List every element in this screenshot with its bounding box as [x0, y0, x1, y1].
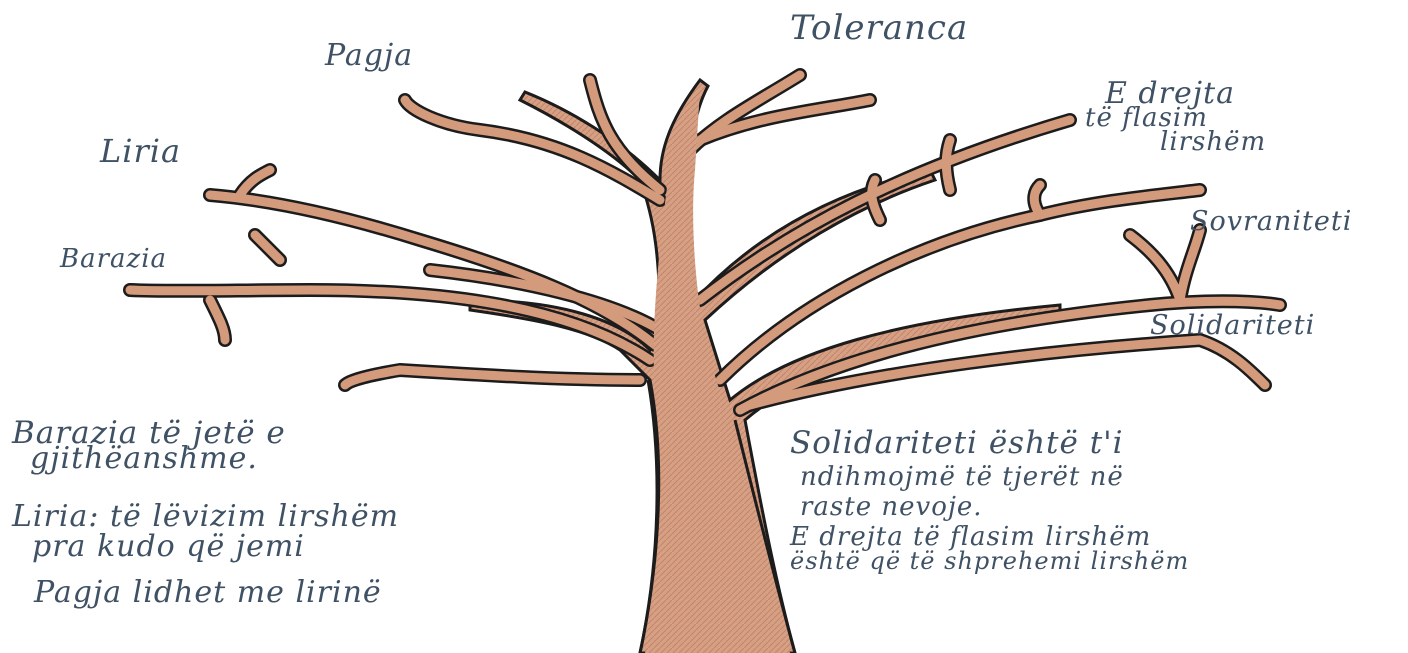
note-right-line1: Solidariteti është t'i [790, 425, 1124, 461]
note-left-line4: pra kudo që jemi [32, 529, 305, 564]
label-edrejta-line1: E drejta [1105, 76, 1235, 111]
label-edrejta-line2: të flasim [1085, 103, 1208, 133]
notes-left: Barazia të jetë e gjithëanshme. Liria: t… [12, 418, 399, 608]
trunk-outline-right [733, 419, 797, 653]
label-edrejta: E drejta të flasim lirshëm [1085, 76, 1267, 157]
label-barazia: Barazia [60, 244, 168, 274]
trunk-outline-left [638, 379, 659, 653]
note-left-line1: Barazia të jetë e [12, 415, 286, 451]
label-pagja: Pagja [325, 38, 414, 73]
notes-right: Solidariteti është t'i ndihmojmë të tjer… [790, 425, 1190, 575]
label-sovraniteti: Sovraniteti [1190, 206, 1353, 237]
note-right-line2: ndihmojmë të tjerët në [800, 462, 1124, 492]
note-left-line2: gjithëanshme. [30, 441, 258, 476]
tree-branches [123, 68, 1287, 417]
tree-trunk-overlay [645, 90, 790, 653]
label-liria: Liria [100, 132, 182, 170]
label-toleranca: Toleranca [790, 8, 969, 48]
note-right-line3: raste nevoje. [800, 492, 983, 522]
label-solidariteti: Solidariteti [1150, 310, 1316, 341]
note-left-line3: Liria: të lëvizim lirshëm [12, 499, 400, 534]
note-left-line5: Pagja lidhet me lirinë [34, 575, 382, 610]
note-right-line5: është që të shprehemi lirshëm [790, 547, 1190, 575]
label-edrejta-line3: lirshëm [1160, 127, 1267, 157]
note-right-line4: E drejta të flasim lirshëm [790, 522, 1152, 552]
